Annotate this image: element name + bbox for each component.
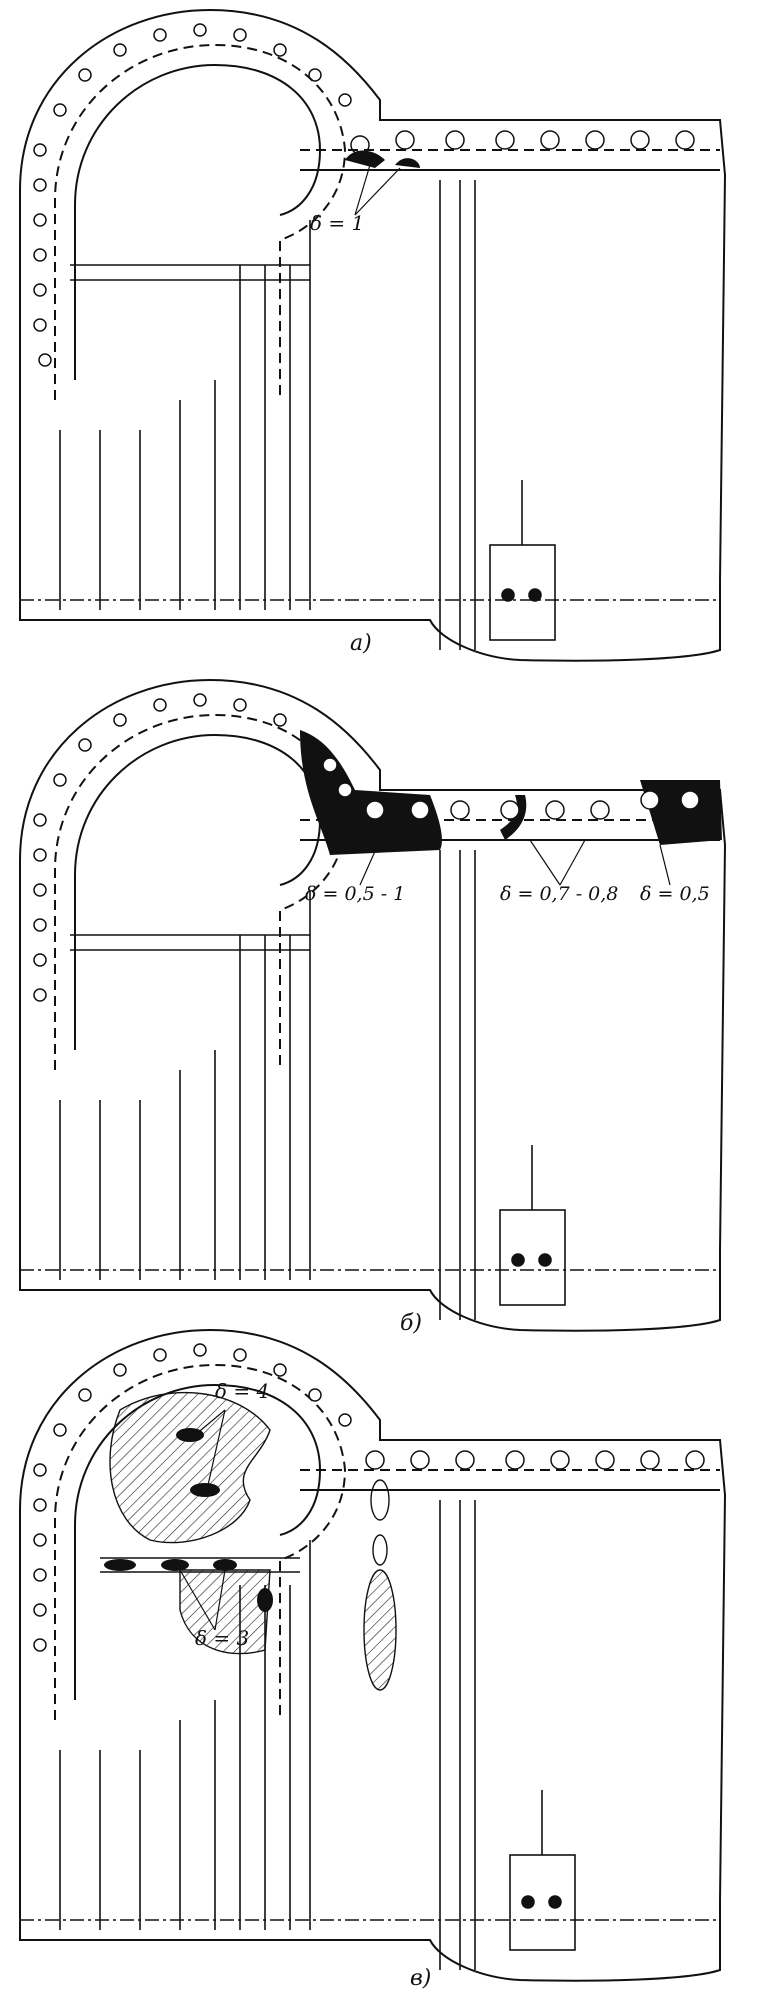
annotation-delta: δ = 3 xyxy=(195,1626,249,1650)
bolt-holes xyxy=(33,1343,705,1652)
panel-caption: в) xyxy=(410,1966,431,1991)
annotation-delta: δ = 1 xyxy=(310,211,364,235)
annotation-delta: δ = 4 xyxy=(215,1379,269,1403)
annotation-leader xyxy=(354,164,371,216)
frame-lines xyxy=(19,850,720,1320)
panel-b: δ = 0,5 - 1 δ = 0,7 - 0,8 δ = 0,5 б) xyxy=(19,678,727,1336)
bracket xyxy=(499,1145,566,1306)
annotation-delta: δ = 0,5 - 1 xyxy=(305,883,405,905)
casing-outline xyxy=(19,1328,727,1982)
hatched-deposits xyxy=(109,1391,397,1691)
annotation-leader xyxy=(179,1569,216,1631)
bolt-holes xyxy=(33,23,695,367)
annotation-leader xyxy=(559,839,586,886)
annotation-leader xyxy=(359,839,381,886)
annotation-leader xyxy=(659,844,671,886)
annotation-leader xyxy=(207,1409,226,1486)
bracket xyxy=(509,1790,576,1951)
panel-caption: а) xyxy=(350,631,372,656)
frame-lines xyxy=(19,1500,720,1970)
annotation-delta: δ = 0,7 - 0,8 xyxy=(500,883,618,905)
bolt-holes xyxy=(33,693,700,1002)
frame-lines xyxy=(19,180,720,650)
annotation-leader xyxy=(354,167,401,216)
annotation-leader xyxy=(194,1409,226,1436)
annotation-delta: δ = 0,5 xyxy=(640,883,710,905)
casing-outline xyxy=(19,8,727,662)
annotation-leader xyxy=(529,839,561,886)
bracket xyxy=(489,480,556,641)
panel-c: δ = 4 δ = 3 в) xyxy=(19,1328,727,1991)
panel-caption: б) xyxy=(400,1311,422,1336)
annotation-leader xyxy=(214,1569,226,1631)
panel-a: δ = 1 а) xyxy=(19,8,727,662)
casing-outline xyxy=(19,678,727,1332)
deposit-marks xyxy=(345,150,420,168)
